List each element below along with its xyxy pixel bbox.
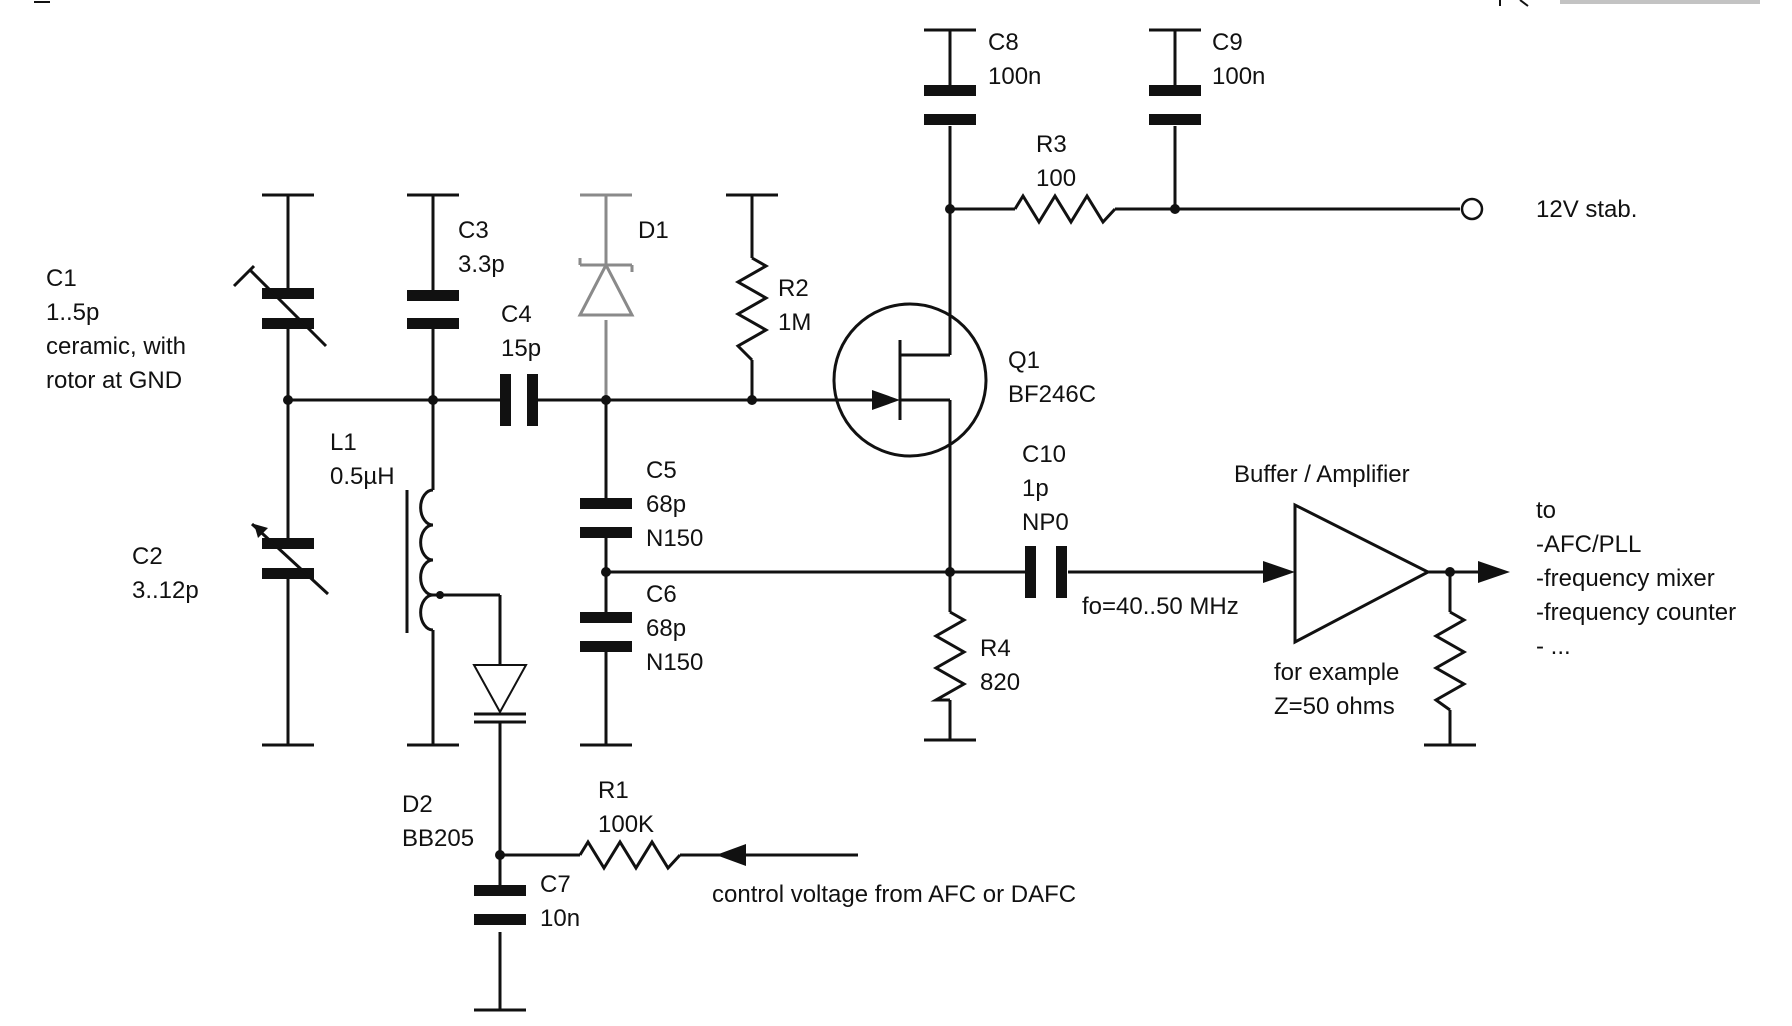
r4-resistor-symbol [930, 610, 968, 702]
c4-name: C4 [501, 301, 532, 328]
buffer-note-line2: Z=50 ohms [1274, 693, 1395, 720]
c8-value: 100n [988, 63, 1041, 90]
buffer-title: Buffer / Amplifier [1234, 461, 1410, 488]
top-chrome-fragments [34, 0, 1760, 7]
destination-more: - ... [1536, 633, 1571, 660]
wiring [286, 30, 1480, 1010]
ground-symbols [262, 28, 1476, 1012]
d1-diode-symbol [577, 258, 635, 317]
r3-value: 100 [1036, 165, 1076, 192]
c4-capacitor-symbol [500, 374, 538, 426]
supply-terminal [1460, 197, 1484, 221]
c1-trimmer-capacitor-symbol [232, 264, 328, 348]
junction-dots [283, 204, 1455, 860]
c5-capacitor-symbol [580, 498, 632, 538]
c1-note-line1: ceramic, with [46, 333, 186, 360]
c7-value: 10n [540, 905, 580, 932]
c9-value: 100n [1212, 63, 1265, 90]
buffer-amplifier-symbol [1293, 502, 1432, 645]
c1-name: C1 [46, 265, 77, 292]
destination-frequency-mixer: -frequency mixer [1536, 565, 1715, 592]
q1-value: BF246C [1008, 381, 1096, 408]
c10-name: C10 [1022, 441, 1066, 468]
c3-name: C3 [458, 217, 489, 244]
d2-name: D2 [402, 791, 433, 818]
signal-arrows [716, 561, 1510, 866]
r1-name: R1 [598, 777, 629, 804]
r1-value: 100K [598, 811, 654, 838]
c10-capacitor-symbol [1025, 546, 1067, 598]
q1-jfet-symbol [832, 302, 988, 458]
q1-name: Q1 [1008, 347, 1040, 374]
annotation-labels: 12V stab. fo=40..50 MHz Buffer / Amplifi… [712, 196, 1736, 908]
c10-value: 1p [1022, 475, 1049, 502]
r3-resistor-symbol [1013, 193, 1117, 225]
c10-tempco: NP0 [1022, 509, 1069, 536]
c1-value: 1..5p [46, 299, 99, 326]
c3-value: 3.3p [458, 251, 505, 278]
r3-name: R3 [1036, 131, 1067, 158]
r4-name: R4 [980, 635, 1011, 662]
c6-value: 68p [646, 615, 686, 642]
l1-value: 0.5µH [330, 463, 395, 490]
c5-tempco: N150 [646, 525, 703, 552]
destination-afc-pll: -AFC/PLL [1536, 531, 1641, 558]
destination-frequency-counter: -frequency counter [1536, 599, 1736, 626]
c9-capacitor-symbol [1149, 85, 1201, 125]
c5-name: C5 [646, 457, 677, 484]
control-voltage-label: control voltage from AFC or DAFC [712, 881, 1076, 908]
d2-value: BB205 [402, 825, 474, 852]
output-frequency-label: fo=40..50 MHz [1082, 593, 1239, 620]
buffer-note-line1: for example [1274, 659, 1399, 686]
r2-value: 1M [778, 309, 811, 336]
c2-name: C2 [132, 543, 163, 570]
d2-varactor-diode-symbol [472, 664, 528, 724]
r2-resistor-symbol [734, 256, 770, 362]
c2-value: 3..12p [132, 577, 199, 604]
c5-value: 68p [646, 491, 686, 518]
c1-note-line2: rotor at GND [46, 367, 182, 394]
c9-name: C9 [1212, 29, 1243, 56]
r4-value: 820 [980, 669, 1020, 696]
l1-inductor-symbol [405, 488, 434, 633]
d1-name: D1 [638, 217, 669, 244]
r1-resistor-symbol [578, 839, 682, 871]
c6-tempco: N150 [646, 649, 703, 676]
c8-name: C8 [988, 29, 1019, 56]
destinations-header: to [1536, 497, 1556, 524]
l1-name: L1 [330, 429, 357, 456]
r2-name: R2 [778, 275, 809, 302]
c4-value: 15p [501, 335, 541, 362]
supply-label: 12V stab. [1536, 196, 1637, 223]
c6-name: C6 [646, 581, 677, 608]
c6-capacitor-symbol [580, 612, 632, 652]
load-resistor-symbol [1432, 610, 1468, 712]
c7-capacitor-symbol [474, 885, 526, 925]
c2-variable-capacitor-symbol [250, 522, 330, 596]
c7-name: C7 [540, 871, 571, 898]
c3-capacitor-symbol [407, 290, 459, 329]
c8-capacitor-symbol [924, 85, 976, 125]
component-labels: C1 1..5p ceramic, with rotor at GND C2 3… [46, 29, 1265, 932]
